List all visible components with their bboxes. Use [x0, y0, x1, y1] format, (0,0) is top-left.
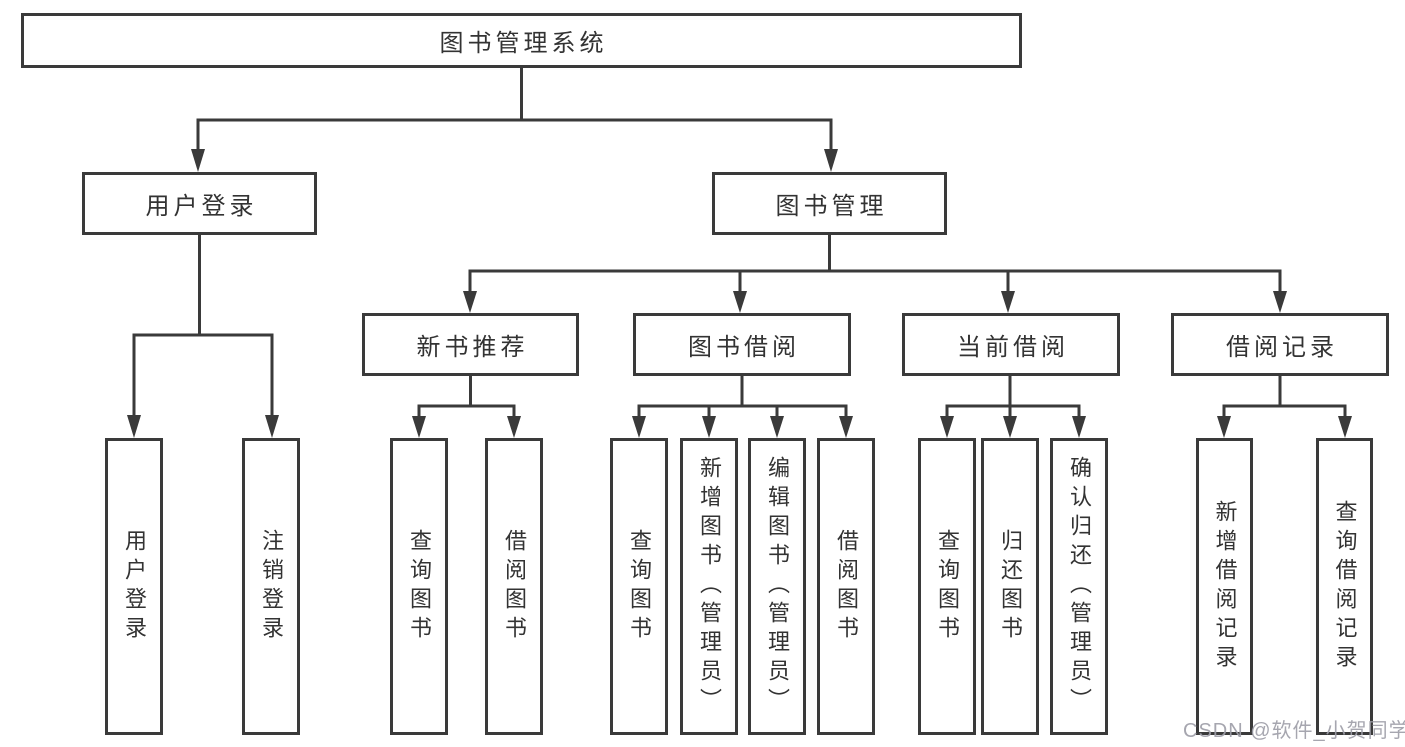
node-borrow-records-label: 借阅记录: [1226, 334, 1338, 361]
leaf-borrow-books-1: 借阅图书: [485, 438, 543, 735]
node-book-borrow-label: 图书借阅: [688, 334, 800, 361]
leaf-return-books-label: 归还图书: [998, 528, 1023, 645]
node-user-login-label: 用户登录: [145, 193, 258, 220]
leaf-edit-books-admin: 编辑图书（管理员）: [748, 438, 806, 735]
leaf-logout: 注销登录: [242, 438, 300, 735]
leaf-add-books-admin-label: 新增图书（管理员）: [697, 456, 722, 717]
leaf-borrow-books-2: 借阅图书: [817, 438, 875, 735]
leaf-logout-label: 注销登录: [259, 528, 284, 645]
arrowhead-icon: [824, 149, 838, 172]
arrowhead-icon: [1217, 416, 1231, 438]
leaf-query-borrow-record-label: 查询借阅记录: [1332, 499, 1358, 674]
node-borrow-records: 借阅记录: [1171, 313, 1389, 376]
leaf-query-books-2: 查询图书: [610, 438, 668, 735]
arrowheads: [127, 149, 1352, 438]
leaf-query-books-2-label: 查询图书: [627, 528, 652, 645]
leaf-confirm-return-admin: 确认归还（管理员）: [1050, 438, 1108, 735]
arrowhead-icon: [463, 291, 477, 313]
arrowhead-icon: [412, 416, 426, 438]
node-user-login: 用户登录: [82, 172, 317, 235]
leaf-edit-books-admin-label: 编辑图书（管理员）: [765, 456, 790, 717]
node-new-book-recommend: 新书推荐: [362, 313, 579, 376]
node-root-label: 图书管理系统: [439, 30, 608, 57]
leaf-user-login: 用户登录: [105, 438, 163, 735]
csdn-watermark: CSDN @软件_小贺同学: [1183, 720, 1405, 742]
leaf-query-borrow-record: 查询借阅记录: [1316, 438, 1373, 735]
leaf-query-books-3-label: 查询图书: [935, 528, 960, 645]
node-new-book-recommend-label: 新书推荐: [416, 334, 529, 361]
arrowhead-icon: [702, 416, 716, 438]
arrowhead-icon: [632, 416, 646, 438]
arrowhead-icon: [191, 149, 205, 172]
node-book-borrow: 图书借阅: [633, 313, 851, 376]
arrowhead-icon: [1273, 291, 1287, 313]
arrowhead-icon: [1001, 291, 1015, 313]
leaf-confirm-return-admin-label: 确认归还（管理员）: [1067, 456, 1092, 717]
arrowhead-icon: [940, 416, 954, 438]
leaf-return-books: 归还图书: [981, 438, 1039, 735]
node-book-management-label: 图书管理: [775, 193, 888, 220]
arrowhead-icon: [507, 416, 521, 438]
node-root: 图书管理系统: [21, 13, 1022, 68]
arrowhead-icon: [839, 416, 853, 438]
arrowhead-icon: [127, 415, 141, 438]
leaf-borrow-books-2-label: 借阅图书: [834, 528, 859, 645]
leaf-query-books-1-label: 查询图书: [407, 528, 432, 645]
arrowhead-icon: [265, 415, 279, 438]
leaf-add-books-admin: 新增图书（管理员）: [680, 438, 738, 735]
leaf-user-login-label: 用户登录: [122, 528, 147, 645]
arrowhead-icon: [1072, 416, 1086, 438]
arrowhead-icon: [770, 416, 784, 438]
node-current-borrow: 当前借阅: [902, 313, 1120, 376]
leaf-add-borrow-record: 新增借阅记录: [1196, 438, 1253, 735]
leaf-query-books-1: 查询图书: [390, 438, 448, 735]
leaf-add-borrow-record-label: 新增借阅记录: [1212, 499, 1238, 674]
node-current-borrow-label: 当前借阅: [957, 334, 1069, 361]
node-book-management: 图书管理: [712, 172, 947, 235]
leaf-borrow-books-1-label: 借阅图书: [502, 528, 527, 645]
arrowhead-icon: [1338, 416, 1352, 438]
leaf-query-books-3: 查询图书: [918, 438, 976, 735]
arrowhead-icon: [733, 291, 747, 313]
arrowhead-icon: [1003, 416, 1017, 438]
